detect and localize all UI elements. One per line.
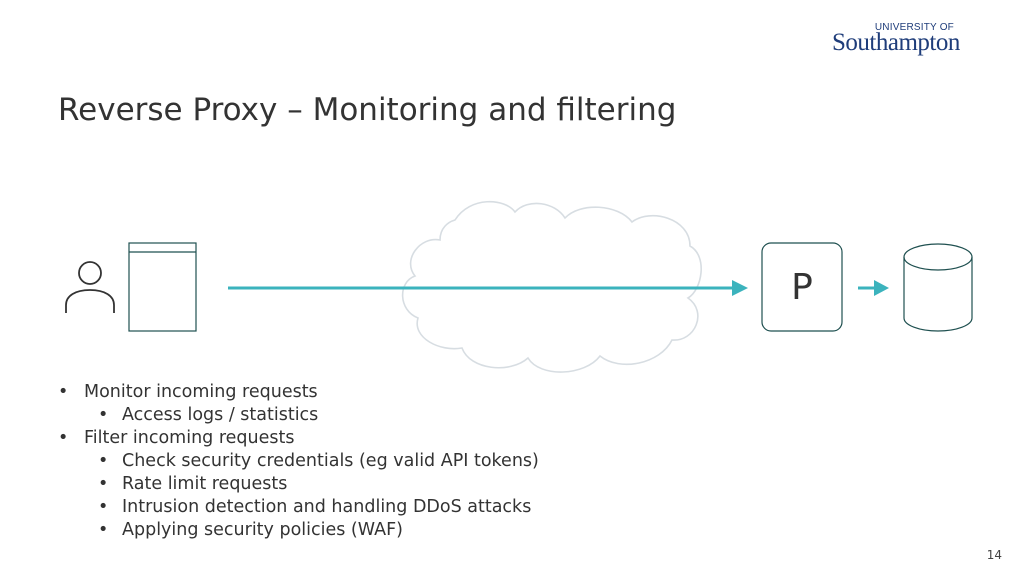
list-item: •Check security credentials (eg valid AP… <box>98 451 539 471</box>
list-item: •Filter incoming requests <box>58 428 295 448</box>
proxy-to-db-arrow <box>858 280 889 296</box>
slide-title: Reverse Proxy – Monitoring and filtering <box>58 92 677 128</box>
database-icon <box>903 243 973 332</box>
list-item: •Access logs / statistics <box>98 405 319 425</box>
list-item: •Intrusion detection and handling DDoS a… <box>98 497 532 517</box>
proxy-box-icon <box>761 242 843 332</box>
page-number: 14 <box>986 548 1002 562</box>
cloud-icon <box>401 200 702 373</box>
browser-window-icon <box>128 242 197 332</box>
proxy-label: P <box>791 266 813 308</box>
bullet-list: •Monitor incoming requests •Access logs … <box>58 381 539 542</box>
user-icon <box>65 261 115 313</box>
logo-top-text: UNIVERSITY OF <box>874 22 954 33</box>
request-arrow <box>228 280 748 296</box>
list-item: •Applying security policies (WAF) <box>98 520 403 540</box>
university-logo: UNIVERSITY OF Southampton <box>830 20 990 60</box>
logo-main-text: Southampton <box>832 29 960 56</box>
list-item: •Monitor incoming requests <box>58 382 318 402</box>
list-item: •Rate limit requests <box>98 474 288 494</box>
